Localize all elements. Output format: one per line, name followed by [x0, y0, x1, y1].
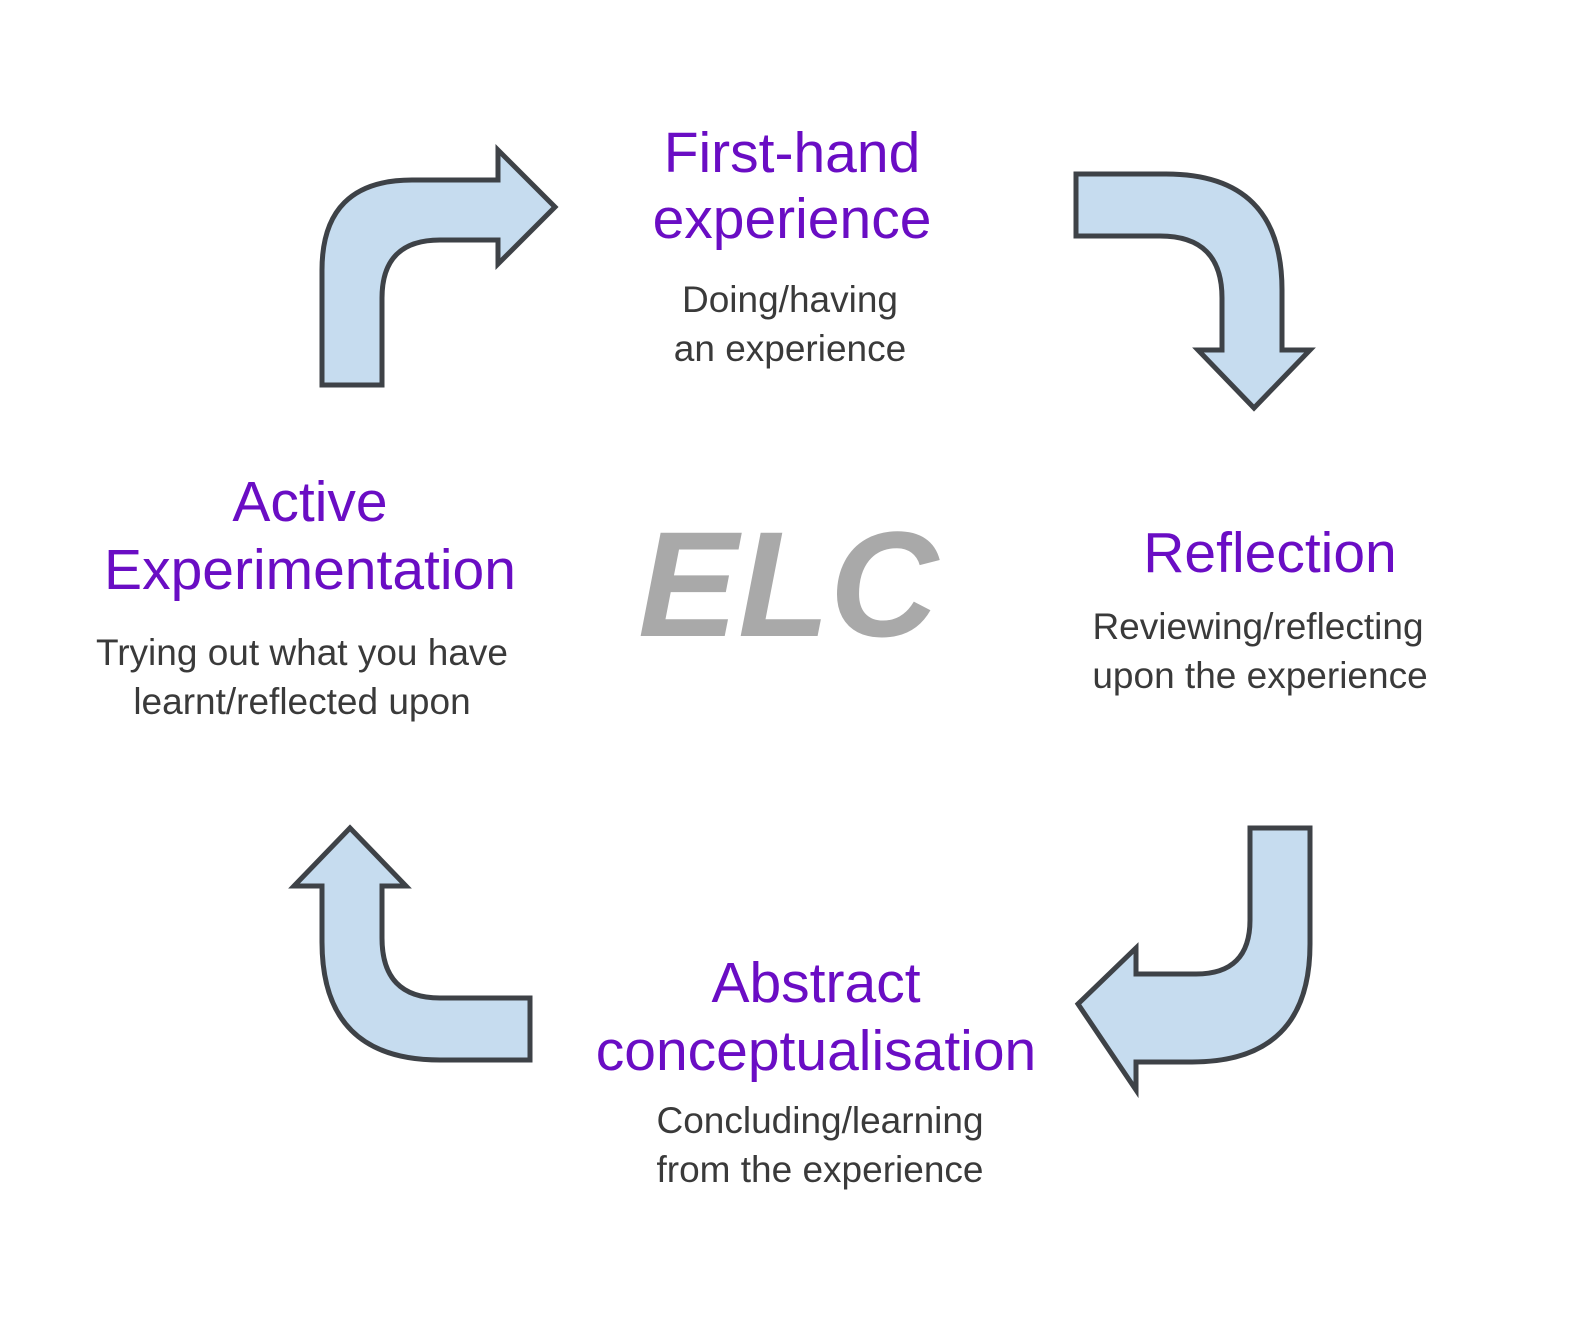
cycle-arrows — [288, 143, 1316, 1099]
stage-description: Trying out what you have — [96, 632, 508, 673]
stage-title: First-hand — [664, 121, 921, 185]
stage-title: Abstract — [711, 951, 920, 1015]
stage-description: from the experience — [656, 1149, 983, 1190]
arrow-top-to-right — [1073, 171, 1316, 412]
stage-description: an experience — [674, 328, 906, 369]
stage-title: Active — [232, 470, 387, 534]
arrow-bottom-to-left — [288, 824, 533, 1063]
stage-active-experimentation: Active Experimentation Trying out what y… — [96, 470, 516, 722]
stage-title: conceptualisation — [596, 1019, 1036, 1083]
center-label: ELC — [638, 500, 941, 668]
arrow-right-to-bottom — [1074, 825, 1313, 1099]
stage-abstract-conceptualisation: Abstract conceptualisation Concluding/le… — [596, 951, 1036, 1190]
stage-description: Doing/having — [682, 279, 898, 320]
stage-description: Concluding/learning — [656, 1100, 983, 1141]
stage-first-hand-experience: First-hand experience Doing/having an ex… — [653, 121, 932, 369]
stage-title: Experimentation — [104, 538, 516, 602]
arrow-left-to-top — [319, 143, 559, 388]
stage-title: experience — [653, 187, 932, 251]
stage-description: upon the experience — [1092, 655, 1427, 696]
stage-reflection: Reflection Reviewing/reflecting upon the… — [1092, 521, 1427, 696]
stage-title: Reflection — [1143, 521, 1396, 585]
stage-description: Reviewing/reflecting — [1092, 606, 1423, 647]
stage-description: learnt/reflected upon — [133, 681, 470, 722]
